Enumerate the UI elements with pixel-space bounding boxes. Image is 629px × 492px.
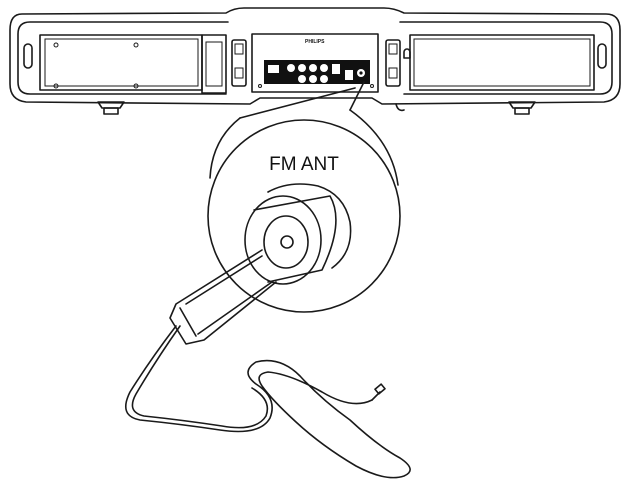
usb-port: [345, 70, 353, 80]
callout-circle: [207, 119, 401, 313]
left-panel-screw-icon: [53, 83, 59, 89]
left-panel-screw-icon: [53, 42, 59, 48]
plug-handle: [169, 249, 277, 345]
right-clip-notch: [388, 43, 398, 55]
video-jack: [320, 75, 328, 83]
video-jack: [298, 75, 306, 83]
plug-barrel-side: [253, 195, 337, 283]
antenna-plug: [169, 183, 352, 345]
left-foot: [97, 101, 125, 109]
left-bracket-inner: [205, 41, 223, 87]
center-panel-screw-icon: [258, 84, 262, 88]
right-clip-notch: [388, 67, 398, 79]
antenna-cable: [124, 325, 411, 479]
right-panel-inner: [413, 38, 591, 87]
right-foot-base: [514, 107, 530, 115]
left-clip: [231, 39, 247, 87]
left-clip-notch: [234, 67, 244, 79]
cable-wire-outline: [131, 325, 269, 429]
left-panel: [39, 34, 203, 91]
callout-right-arc: [349, 109, 399, 186]
plug-barrel-face: [244, 195, 322, 285]
left-end-slot: [23, 43, 33, 69]
soundbar-inner-outline: [17, 21, 613, 95]
rear-cable-stub: [395, 103, 405, 112]
soundbar: PHILIPS: [9, 7, 621, 115]
right-foot: [508, 101, 536, 109]
hdmi-port: [268, 65, 279, 73]
right-end-slot: [597, 43, 607, 69]
left-panel-screw-icon: [133, 42, 139, 48]
plug-handle-edge: [197, 281, 273, 335]
audio-in-jack: [320, 64, 328, 72]
fm-antenna-socket-pin: [359, 71, 363, 75]
connector-strip: [264, 60, 370, 84]
optical-port: [332, 64, 340, 74]
plug-center-pin: [280, 235, 294, 249]
left-foot-base: [103, 107, 119, 115]
callout-magnifier: FM ANT: [207, 81, 401, 313]
plug-handle-edge: [185, 255, 263, 305]
fm-ant-label: FM ANT: [269, 154, 339, 175]
right-panel: [409, 34, 595, 91]
socket-housing: [267, 183, 352, 269]
brand-logo-text: PHILIPS: [305, 39, 325, 45]
audio-in-jack: [309, 64, 317, 72]
callout-tangent-right: [349, 81, 365, 111]
right-clip: [385, 39, 401, 87]
cable-wire: [124, 325, 411, 479]
left-clip-notch: [234, 43, 244, 55]
left-panel-inner: [44, 38, 199, 87]
keyhole-icon: [403, 48, 411, 59]
callout-left-arc: [209, 117, 241, 179]
plug-handle-ridge: [179, 307, 197, 337]
callout-tangent-left: [239, 87, 356, 119]
center-panel-screw-icon: [370, 84, 374, 88]
audio-in-jack: [287, 64, 295, 72]
plug-barrel-inner: [263, 215, 309, 269]
center-panel: [251, 33, 379, 93]
soundbar-body: [9, 7, 621, 105]
left-panel-screw-icon: [133, 83, 139, 89]
cable-end-connector: [374, 383, 386, 395]
left-bracket: [201, 34, 227, 94]
video-jack: [309, 75, 317, 83]
audio-in-jack: [298, 64, 306, 72]
